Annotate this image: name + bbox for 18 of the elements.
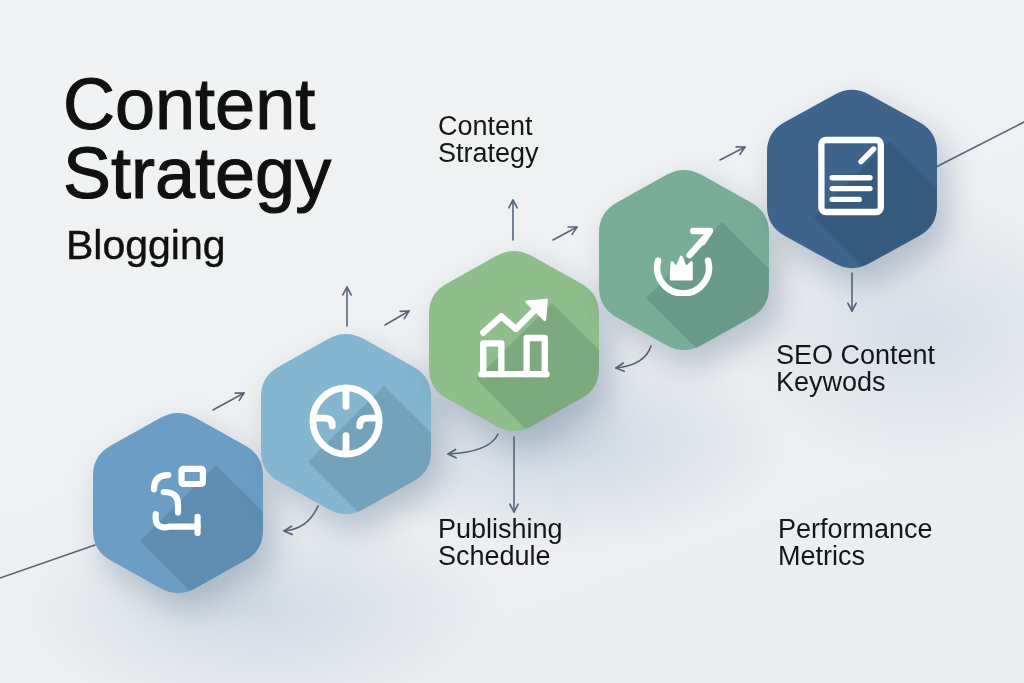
arrow xyxy=(384,310,410,326)
step-label: Content Strategy xyxy=(438,113,539,167)
arrow xyxy=(615,345,652,372)
arrow xyxy=(719,146,746,161)
arrow xyxy=(509,436,519,513)
arrow xyxy=(342,286,352,327)
page-title: Content Strategy xyxy=(63,66,333,215)
arrow xyxy=(283,505,319,535)
connector-line xyxy=(0,544,96,579)
arrow xyxy=(552,226,578,241)
arrow xyxy=(212,392,245,411)
arrow xyxy=(447,433,499,459)
arrow xyxy=(508,199,518,241)
step-label: SEO Content Keywods xyxy=(776,342,944,396)
step-label: Performance Metrics xyxy=(778,516,934,570)
subtitle: Blogging xyxy=(66,221,226,269)
step-label: Publishing Schedule xyxy=(438,516,563,570)
arrow xyxy=(847,272,857,312)
